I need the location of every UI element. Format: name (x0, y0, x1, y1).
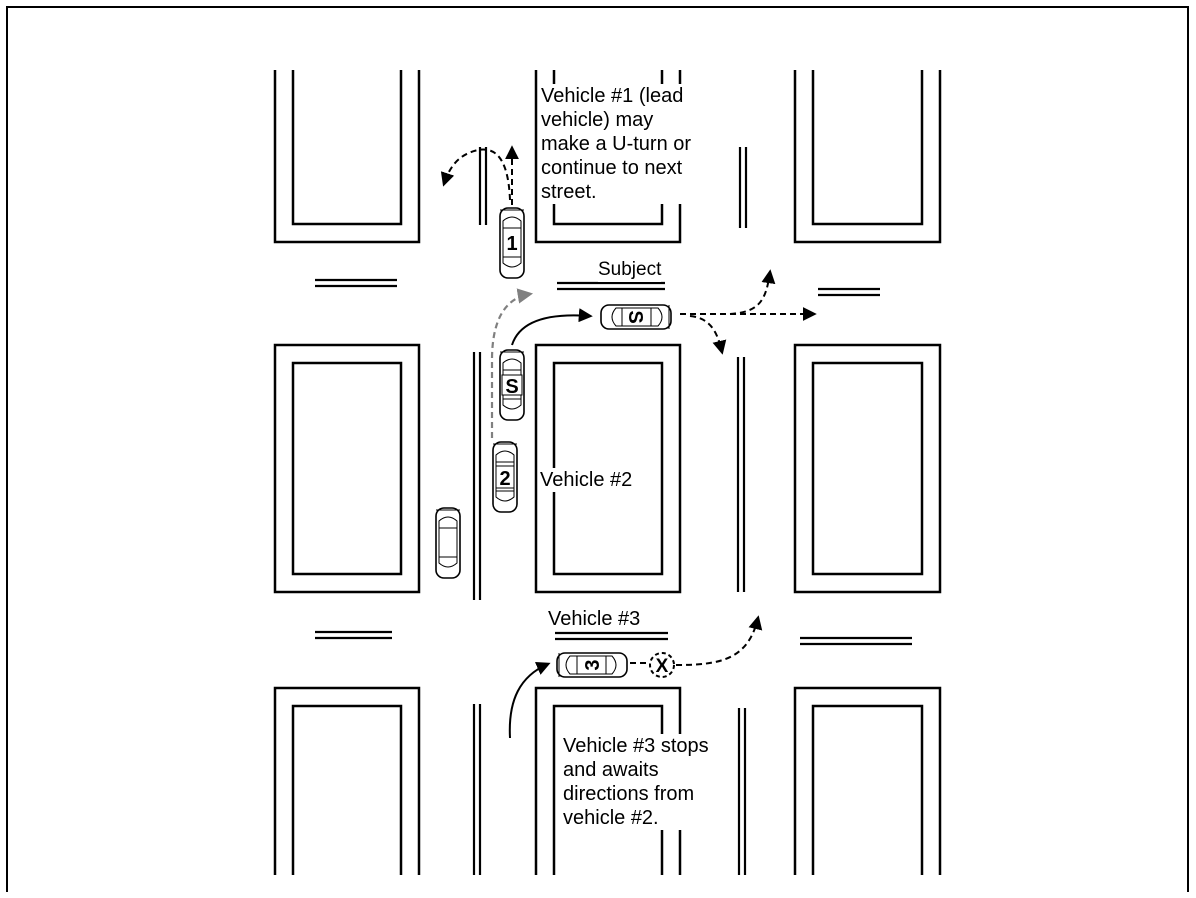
stop-marker-label: X (656, 656, 669, 677)
vehicle-3-onward-path (630, 618, 758, 665)
stop-marker: X (650, 653, 674, 677)
vehicle-1-path (444, 148, 512, 205)
subject-vehicle-waiting: S (500, 350, 524, 420)
city-block-bottom-left (275, 688, 419, 875)
vehicle-1-marker: 1 (506, 233, 517, 255)
vehicle-1: 1 (500, 208, 524, 278)
subject-waiting-marker: S (505, 376, 518, 398)
city-block-middle-right (795, 345, 940, 592)
vehicle-2: 2 (493, 442, 517, 512)
subject-label: Subject (598, 258, 661, 282)
city-block-top-right (795, 70, 940, 242)
city-block-middle-left (275, 345, 419, 592)
vehicle-3-note: Vehicle #3 stops and awaits directions f… (563, 734, 731, 830)
subject-path (512, 315, 590, 345)
subject-vehicle-turned: S (601, 305, 671, 329)
city-block-top-left (275, 70, 419, 242)
vehicle-3-path (510, 664, 548, 738)
vehicle-1-note: Vehicle #1 (lead vehicle) may make a U-t… (541, 84, 691, 204)
subject-turned-marker: S (624, 310, 646, 323)
vehicle-3: 3 (557, 653, 627, 677)
parked-car (436, 508, 460, 578)
vehicle-2-marker: 2 (499, 468, 510, 490)
vehicle-2-label: Vehicle #2 (540, 468, 632, 492)
city-block-bottom-right (795, 688, 940, 875)
vehicle-3-marker: 3 (582, 659, 604, 670)
subject-onward-paths (680, 272, 814, 352)
vehicle-3-label: Vehicle #3 (548, 607, 640, 631)
